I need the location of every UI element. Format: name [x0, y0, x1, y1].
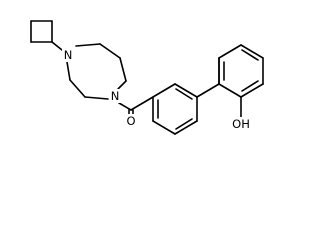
bond: [118, 102, 132, 111]
bond: [240, 44, 264, 59]
atom-label-n-bottom: N: [111, 89, 120, 103]
molecule-structure-diagram: N N O OH: [30, 20, 264, 135]
bond: [175, 118, 193, 130]
bond: [99, 43, 121, 59]
bond: [152, 83, 176, 98]
bond: [218, 44, 242, 59]
bond: [130, 96, 154, 111]
atom-o-carbonyl: O: [125, 114, 137, 128]
bond: [119, 57, 127, 82]
carbonyl-double-bond: [128, 109, 134, 115]
bond: [240, 83, 264, 98]
atom-label-hydroxyl: OH: [232, 117, 250, 131]
atom-oh: OH: [230, 117, 252, 131]
bond: [174, 120, 198, 135]
cyclobutane-ring: [30, 20, 53, 43]
bond: [218, 83, 242, 98]
atom-n-top: N: [62, 48, 74, 62]
bond: [196, 83, 220, 98]
bond: [117, 80, 127, 90]
diazepane-ring: [66, 43, 127, 100]
bond: [51, 41, 63, 51]
bond: [69, 79, 86, 98]
bond: [66, 61, 71, 81]
atom-label-o-carbonyl: O: [126, 114, 135, 128]
bond: [152, 120, 176, 135]
phenyl-ring: [218, 44, 264, 98]
bond: [75, 43, 101, 47]
bond: [174, 83, 198, 98]
bond: [84, 96, 109, 100]
bond: [241, 80, 259, 92]
bond: [175, 88, 193, 100]
atom-label-n-top: N: [64, 48, 73, 62]
atom-n-bottom: N: [109, 89, 121, 103]
bond: [241, 49, 259, 61]
benzene-ring-para: [152, 83, 198, 135]
